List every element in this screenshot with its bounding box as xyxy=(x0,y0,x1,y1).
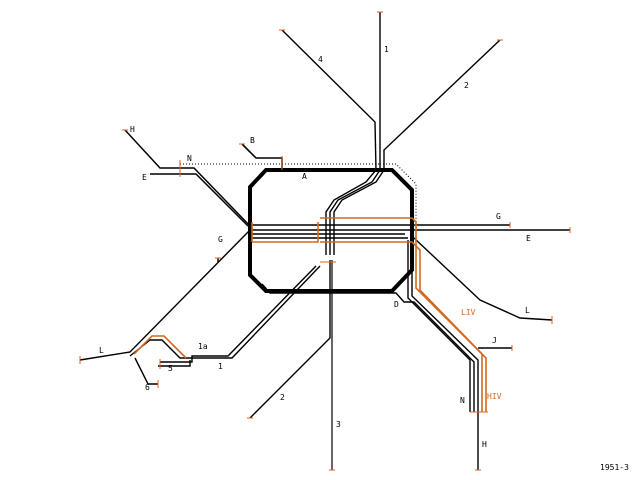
label-line-h-south: H xyxy=(482,440,487,449)
label-line-g-east: G xyxy=(496,212,501,221)
line-sw-group-route xyxy=(129,265,321,385)
line-2-lower-route xyxy=(249,260,331,419)
label-line-1: 1 xyxy=(384,45,389,54)
terminal-markers xyxy=(79,11,571,471)
label-line-e-east: E xyxy=(526,234,531,243)
label-line-n-south: N xyxy=(460,396,465,405)
line-4-route xyxy=(281,29,377,255)
line-g-l-west-route xyxy=(79,229,251,361)
label-line-e-west: E xyxy=(142,173,147,182)
line-d-route xyxy=(261,240,479,470)
line-liv-hiv-route xyxy=(133,217,487,412)
label-line-g-west: G xyxy=(218,235,223,244)
line-2-upper-route xyxy=(333,39,501,255)
line-1-route xyxy=(329,12,381,255)
label-line-l-east: L xyxy=(525,306,530,315)
line-g-e-trunk-route xyxy=(250,224,570,239)
label-line-1a: 1a xyxy=(198,342,208,351)
label-line-1-lower: 1 xyxy=(218,362,223,371)
label-line-6: 6 xyxy=(145,383,150,392)
ring-a-route xyxy=(248,168,414,293)
label-line-d: D xyxy=(394,300,399,309)
label-line-n-north: N xyxy=(187,154,192,163)
line-l-east-route xyxy=(413,237,553,321)
label-line-4: 4 xyxy=(318,55,323,64)
label-line-j: J xyxy=(492,336,497,345)
label-line-hiv: HIV xyxy=(487,392,502,401)
label-line-3: 3 xyxy=(336,420,341,429)
map-caption: 1951-3 xyxy=(600,463,629,472)
line-n-dotted-east-route xyxy=(380,163,417,225)
label-line-l-west: L xyxy=(99,346,104,355)
label-ring-a: A xyxy=(302,172,307,181)
label-line-2-upper: 2 xyxy=(464,81,469,90)
label-line-5: 5 xyxy=(168,364,173,373)
label-line-liv: LIV xyxy=(461,308,476,317)
label-line-b: B xyxy=(250,136,255,145)
label-line-h-north: H xyxy=(130,125,135,134)
label-line-2-lower: 2 xyxy=(280,393,285,402)
line-h-e-west-route xyxy=(124,129,253,236)
